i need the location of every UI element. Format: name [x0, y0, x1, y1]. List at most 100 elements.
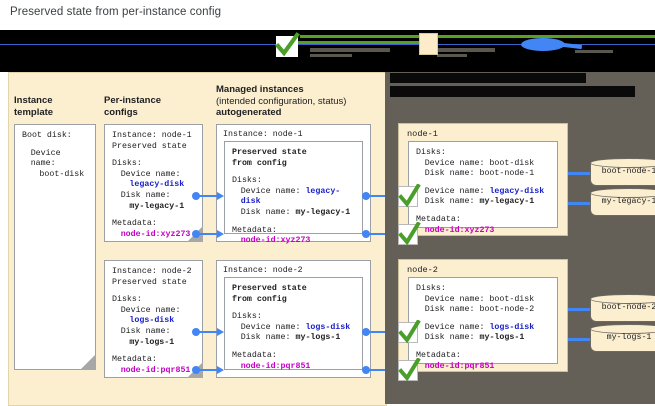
column-heading-instance-template: Instance template [14, 95, 53, 118]
heading-line: (intended configuration, status) [216, 95, 347, 107]
legend-band [0, 30, 655, 72]
green-check-icon [398, 222, 421, 246]
heading-line: Managed instances [216, 84, 304, 95]
card-line-device: Device name: logs-disk [416, 323, 550, 334]
card-line: Device name: boot-disk [424, 158, 535, 168]
card-line: Device name: boot-disk [424, 294, 535, 304]
card-value-device-name: legacy-disk [489, 186, 545, 196]
card-line: Instance: node-1 [223, 130, 303, 139]
card-line: Disk name: boot-node-2 [424, 305, 535, 315]
card-line: Disks: [232, 176, 262, 186]
card-value-device-name: logs-disk [129, 316, 175, 326]
connector-line [198, 195, 218, 197]
card-value-metadata: node-id:xyz273 [120, 229, 191, 239]
legend-green-line-secondary [292, 41, 420, 44]
card-line: Disks: [416, 284, 446, 293]
connector-dot [192, 192, 200, 200]
card-value-disk-name: my-legacy-1 [129, 201, 185, 211]
card-line: Disk name: [240, 333, 291, 343]
heading-line: Per-instance [104, 95, 162, 106]
disk-top [590, 324, 655, 334]
green-check-icon [398, 358, 421, 382]
card-line: Device name: [424, 186, 485, 196]
card-line: Disks: [416, 148, 446, 157]
card-line: Device name: [424, 322, 485, 332]
card-line-device: Device name: legacy-disk [416, 187, 550, 198]
card-line: Preserved state [232, 284, 307, 293]
connector-dot [362, 328, 370, 336]
connector-arrow [217, 229, 224, 238]
disk-top [590, 188, 655, 198]
connector-line [368, 233, 390, 235]
card-line-disk: Disk name: my-legacy-1 [416, 197, 550, 208]
connector-line [368, 195, 390, 197]
card-value-disk-name: my-logs-1 [479, 333, 525, 343]
connector-line [368, 369, 390, 371]
legend-redacted-text-3 [437, 48, 495, 52]
card-line: Disk name: [120, 190, 171, 200]
card-line-device: Device name: logs-disk [232, 323, 355, 334]
green-check-icon [398, 184, 421, 208]
panel-redacted-heading-1 [390, 73, 586, 83]
card-value-device-name: legacy-disk [240, 186, 341, 207]
per-instance-config-card-node-2: Instance: node-2 Preserved state Disks: … [104, 260, 203, 378]
card-value-disk-name: my-logs-1 [295, 333, 341, 343]
card-value-device-name: legacy-disk [129, 180, 185, 190]
disk-body [590, 193, 655, 216]
card-line: Disk name: [240, 207, 291, 217]
green-check-icon [398, 320, 421, 344]
disk-connector-line [568, 338, 593, 341]
legend-green-line [300, 35, 655, 38]
column-heading-managed-instances: Managed instances (intended configuratio… [216, 84, 346, 119]
card-line: Metadata: [112, 219, 157, 229]
card-line: Instance: node-1 [112, 131, 192, 140]
disk-body [590, 329, 655, 352]
connector-dot [192, 366, 200, 374]
card-line: Metadata: [416, 214, 461, 224]
legend-rule [0, 44, 655, 45]
page-title: Preserved state from per-instance config [10, 6, 222, 18]
disk-top [590, 158, 655, 168]
connector-arrow [217, 327, 224, 336]
heading-line: autogenerated [216, 107, 282, 118]
preserved-state-box-node-1: Preserved state from config Disks: Devic… [224, 141, 363, 245]
disk-cylinder-my-logs-1: my-logs-1 [590, 324, 655, 352]
heading-line: template [14, 106, 54, 118]
node-name-label: node-1 [407, 129, 438, 139]
heading-line: configs [104, 106, 138, 118]
card-line: Disks: [232, 312, 262, 322]
connector-dot [362, 366, 370, 374]
disk-body [590, 299, 655, 322]
legend-redacted-text-4 [437, 54, 467, 57]
connector-line [198, 233, 218, 235]
connector-line [198, 331, 218, 333]
connector-dot [362, 192, 370, 200]
disk-label: boot-node-2 [601, 303, 655, 312]
node-details-node-2: Disks: Device name: boot-disk Disk name:… [408, 277, 558, 371]
card-line: Metadata: [232, 350, 277, 360]
legend-redacted-text-5 [575, 50, 613, 53]
card-value-metadata: node-id:pqr851 [424, 361, 495, 371]
card-line: Preserved state [232, 148, 307, 157]
card-value-metadata: node-id:pqr851 [120, 365, 191, 375]
card-line: Metadata: [112, 355, 157, 365]
card-line: from config [232, 294, 287, 304]
card-value-metadata: node-id:xyz273 [424, 225, 495, 235]
disk-body [590, 163, 655, 186]
card-value-metadata: node-id:pqr851 [240, 361, 311, 371]
disk-connector-line [568, 202, 593, 205]
card-value-device-name: logs-disk [489, 322, 535, 332]
connector-line [368, 331, 390, 333]
card-line: Disks: [112, 159, 142, 169]
legend-redacted-text-2 [310, 54, 352, 57]
disk-label: my-legacy-1 [601, 197, 655, 206]
per-instance-config-card-node-1: Instance: node-1 Preserved state Disks: … [104, 124, 203, 242]
card-value-disk-name: my-legacy-1 [295, 207, 351, 217]
panel-redacted-heading-2 [390, 86, 635, 97]
disk-label: my-logs-1 [606, 333, 652, 342]
node-details-node-1: Disks: Device name: boot-disk Disk name:… [408, 141, 558, 235]
connector-arrow [217, 365, 224, 374]
node-name-label: node-2 [407, 265, 438, 275]
green-check-icon [275, 32, 300, 57]
card-line: Device name: [120, 169, 181, 179]
